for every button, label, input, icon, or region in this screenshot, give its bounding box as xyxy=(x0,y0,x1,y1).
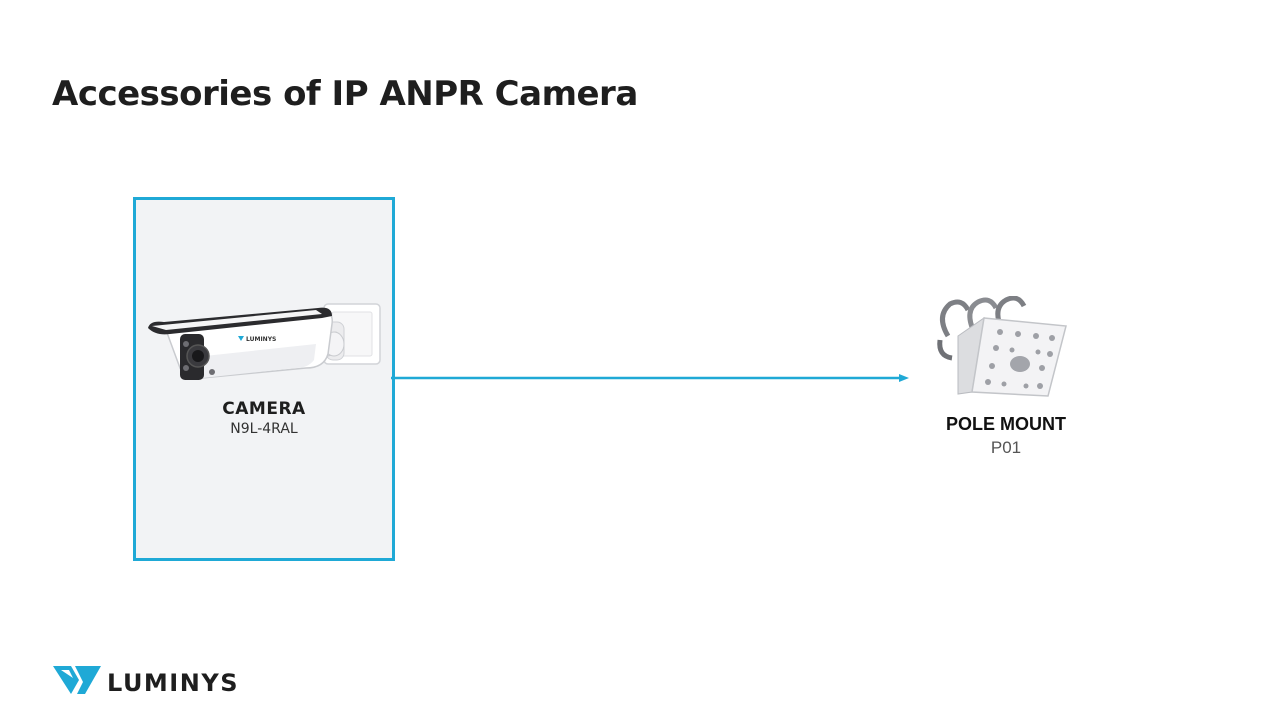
pole-mount-image xyxy=(937,296,1067,397)
camera-image: LUMINYS xyxy=(148,303,381,380)
arrow-icon xyxy=(899,374,909,382)
luminys-logo-icon xyxy=(53,666,101,694)
pole-mount-model: P01 xyxy=(990,438,1022,457)
camera-card: LUMINYS CAMERA N9L-4RAL xyxy=(133,197,395,561)
pole-mount-name: POLE MOUNT xyxy=(946,414,1066,434)
camera-brand-mark: LUMINYS xyxy=(246,336,276,343)
camera-name: CAMERA xyxy=(222,399,306,419)
connector-arrow xyxy=(391,374,909,382)
luminys-logo-text: LUMINYS xyxy=(107,669,239,697)
slide-title: Accessories of IP ANPR Camera xyxy=(52,74,638,114)
camera-model: N9L-4RAL xyxy=(230,421,298,437)
